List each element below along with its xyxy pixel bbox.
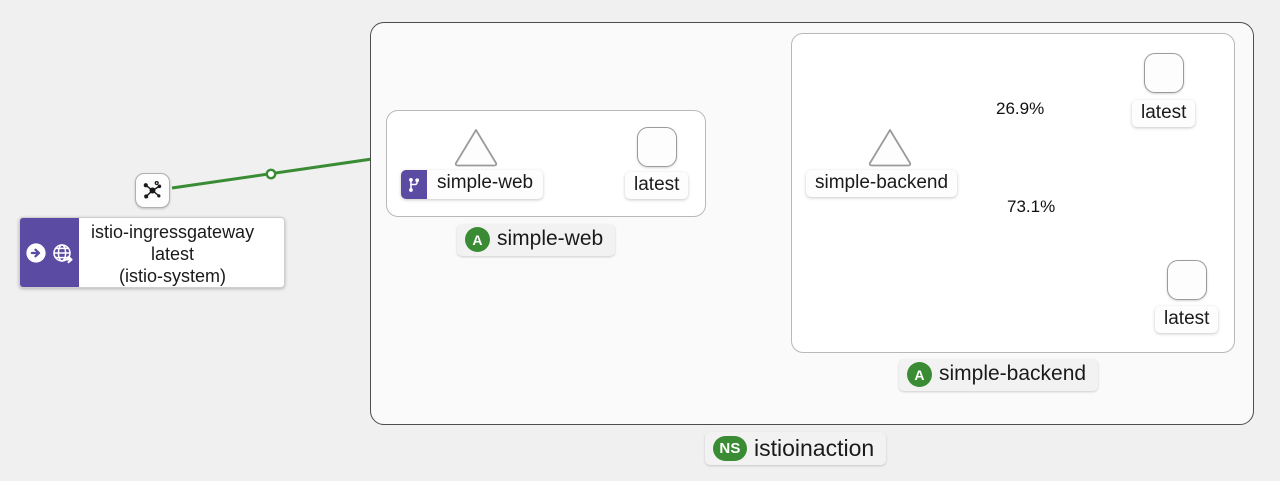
workload-label-simple-backend-latest-bottom[interactable]: latest <box>1155 306 1219 333</box>
workload-node-simple-web-latest[interactable] <box>637 127 677 167</box>
triangle-service-shape <box>454 129 498 167</box>
code-branch-glyph <box>408 177 419 192</box>
gateway-label: istio-ingressgateway latest (istio-syste… <box>79 218 266 287</box>
namespace-name: istioinaction <box>754 435 875 461</box>
app-badge-icon: A <box>465 227 490 252</box>
service-label-simple-backend[interactable]: simple-backend <box>806 170 958 197</box>
triangle-service-shape <box>868 129 912 167</box>
app-name-simple-backend: simple-backend <box>939 362 1087 386</box>
gateway-name: istio-ingressgateway <box>91 222 255 242</box>
gateway-icons <box>20 218 79 287</box>
service-label-simple-web[interactable]: simple-web <box>401 170 544 199</box>
workload-label-simple-backend-latest-top[interactable]: latest <box>1132 100 1196 127</box>
arrow-circle-right-icon <box>25 242 46 263</box>
edge-label-traffic-top: 26.9% <box>996 99 1045 118</box>
app-label-simple-web[interactable]: A simple-web <box>457 224 616 256</box>
service-node-simple-backend[interactable] <box>866 126 914 168</box>
edge-label-traffic-bottom: 73.1% <box>1007 197 1056 216</box>
mesh-node-glyph <box>143 180 162 199</box>
namespace-badge-icon: NS <box>713 435 747 461</box>
workload-label-simple-web-latest[interactable]: latest <box>625 172 689 199</box>
workload-node-simple-backend-latest-bottom[interactable] <box>1167 260 1207 300</box>
app-name-simple-web: simple-web <box>497 227 604 251</box>
gateway-namespace: (istio-system) <box>119 265 227 286</box>
namespace-label[interactable]: NS istioinaction <box>705 432 887 466</box>
app-badge-icon: A <box>907 362 932 387</box>
app-label-simple-backend[interactable]: A simple-backend <box>899 359 1099 391</box>
service-name-simple-web: simple-web <box>437 172 534 193</box>
globe-gateway-icon <box>52 243 73 263</box>
workload-node-simple-backend-latest-top[interactable] <box>1144 53 1184 93</box>
node-istio-ingressgateway[interactable]: istio-ingressgateway latest (istio-syste… <box>19 217 285 288</box>
edge-midpoint-marker <box>265 168 277 180</box>
service-node-simple-web[interactable] <box>452 126 500 168</box>
mesh-node-icon[interactable] <box>135 173 170 208</box>
gateway-version: latest <box>151 243 195 264</box>
virtual-service-icon <box>401 170 427 199</box>
